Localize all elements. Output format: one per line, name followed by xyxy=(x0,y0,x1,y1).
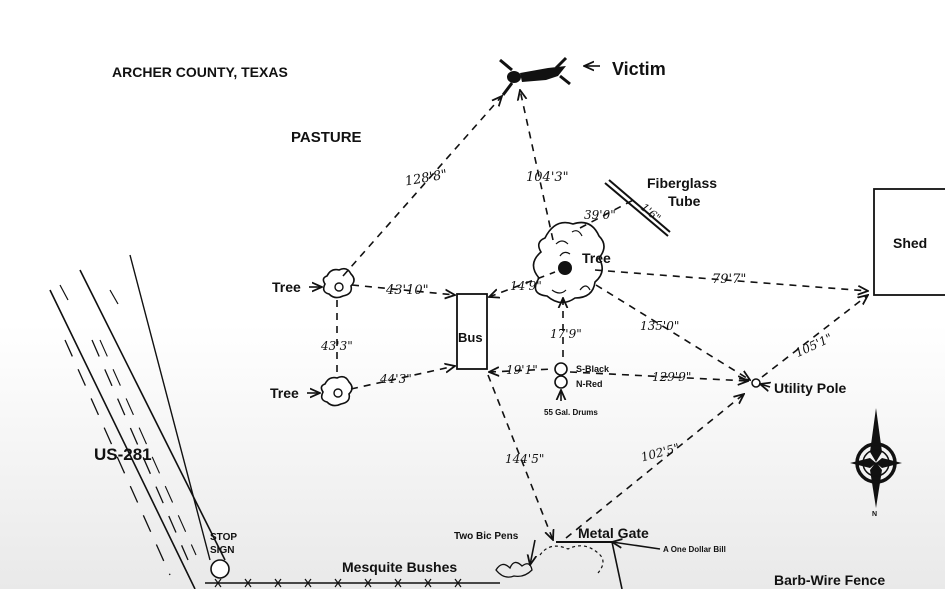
fiberglass-label: Fiberglass xyxy=(647,175,717,191)
measure-tree-to-victim: 128'8" xyxy=(404,167,449,189)
measure-tree-center-to-pole: 135'0" xyxy=(640,319,679,333)
victim-figure xyxy=(499,56,600,96)
measure-lower-tree-to-bus: 44'3" xyxy=(379,372,412,386)
tree-center-label: Tree xyxy=(582,250,611,266)
barb-wire-fence-label: Barb-Wire Fence xyxy=(774,572,885,588)
utility-pole xyxy=(751,378,770,387)
bus-label: Bus xyxy=(458,330,483,345)
tree-center xyxy=(532,221,605,304)
drum-north-label: N-Red xyxy=(576,379,603,389)
tree-lower-left xyxy=(320,375,353,407)
measure-drums-to-pole: 129'9" xyxy=(652,370,691,384)
measure-bus-to-drums: 19'1" xyxy=(506,363,538,377)
measure-bus-to-tree-center: 14'9" xyxy=(510,279,542,293)
stop-sign-line2: SIGN xyxy=(210,545,234,556)
compass-rose xyxy=(850,408,902,508)
stop-sign-line1: STOP xyxy=(210,532,237,543)
measurement-lines xyxy=(307,90,868,540)
mesquite-bushes-label: Mesquite Bushes xyxy=(342,559,457,575)
metal-gate-area xyxy=(495,540,661,589)
tube-label: Tube xyxy=(668,193,701,209)
tree-upper-left xyxy=(322,267,355,299)
measure-tree-left-to-bus: 43'10" xyxy=(385,283,429,298)
tree-upper-left-label: Tree xyxy=(272,279,301,295)
tree-lower-left-label: Tree xyxy=(270,385,299,401)
metal-gate-label: Metal Gate xyxy=(578,525,649,541)
highway-us-281 xyxy=(49,254,226,589)
measure-tree-center-to-drums: 17'9" xyxy=(550,327,582,341)
measure-bus-to-gate: 144'5" xyxy=(505,452,544,466)
tube-length-label: 1'6" xyxy=(638,201,663,225)
measure-tree-center-to-shed: 79'7" xyxy=(712,272,746,287)
pasture-label: PASTURE xyxy=(291,129,362,146)
county-title: ARCHER COUNTY, TEXAS xyxy=(112,64,288,80)
stop-sign-marker xyxy=(210,559,230,579)
measure-pole-to-shed: 105'1" xyxy=(793,331,835,360)
victim-label: Victim xyxy=(612,59,666,79)
road-label: US-281 xyxy=(94,445,152,464)
measure-tree-to-tree: 43'3" xyxy=(320,339,353,353)
bic-pens-label: Two Bic Pens xyxy=(454,531,519,542)
compass-north-label: N xyxy=(872,511,877,518)
bus-box xyxy=(456,293,488,370)
fiberglass-tube xyxy=(604,179,671,237)
barb-wire-fence xyxy=(205,578,500,588)
drums-caption: 55 Gal. Drums xyxy=(544,408,598,417)
measure-tree-center-to-victim: 104'3" xyxy=(526,170,569,185)
drum-south-label: S-Black xyxy=(576,364,610,374)
drums-55-gallon xyxy=(554,362,568,401)
measure-tree-center-to-tube: 39'0" xyxy=(584,208,616,222)
shed-label: Shed xyxy=(893,235,927,251)
shed-box xyxy=(873,188,945,296)
utility-pole-label: Utility Pole xyxy=(774,380,847,396)
dollar-bill-label: A One Dollar Bill xyxy=(663,545,726,554)
